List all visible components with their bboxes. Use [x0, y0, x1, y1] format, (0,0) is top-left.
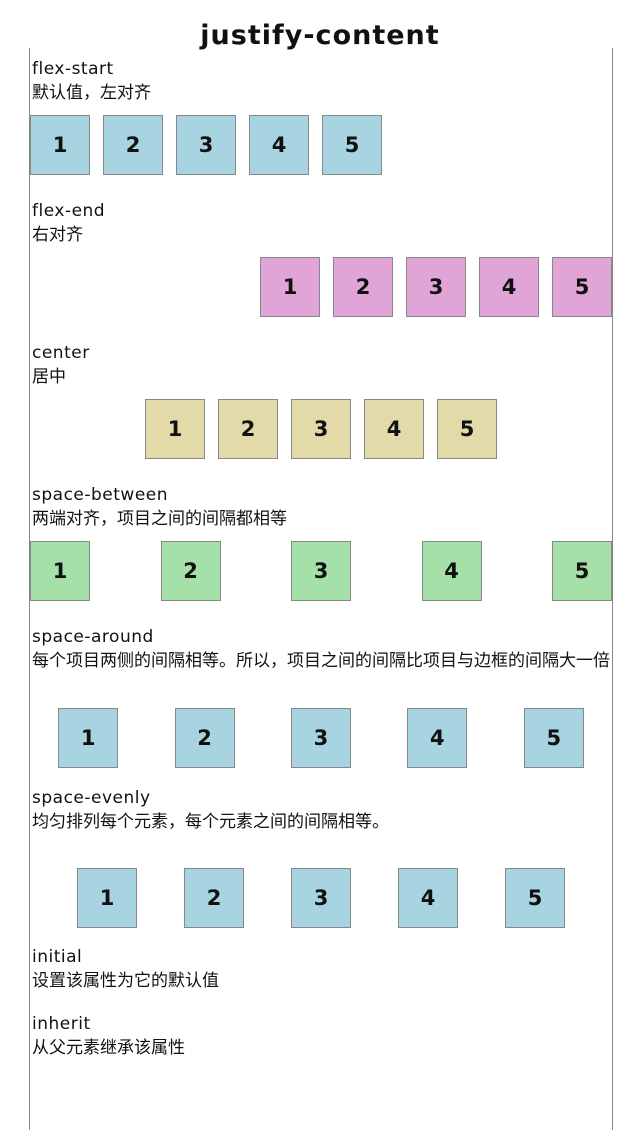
flex-item: 4	[249, 115, 309, 175]
flex-item: 3	[291, 868, 351, 928]
flex-row-center: 1 2 3 4 5	[30, 399, 612, 459]
flex-item: 3	[291, 541, 351, 601]
flex-row-flex-end: 1 2 3 4 5	[30, 257, 612, 317]
section-label-space-around: space-around	[32, 627, 154, 647]
section-label-space-between: space-between	[32, 485, 169, 505]
demo-frame	[29, 48, 613, 1130]
section-desc-space-evenly: 均匀排列每个元素，每个元素之间的间隔相等。	[32, 812, 389, 832]
flex-item: 2	[160, 541, 221, 601]
flex-item: 1	[30, 541, 90, 601]
flex-item: 4	[479, 257, 539, 317]
flex-item: 1	[58, 708, 119, 768]
flex-row-flex-start: 1 2 3 4 5	[30, 115, 612, 175]
flex-item: 5	[552, 541, 612, 601]
flex-item: 2	[184, 868, 244, 928]
flex-item: 1	[260, 257, 320, 317]
flex-item: 2	[218, 399, 278, 459]
section-label-flex-end: flex-end	[32, 201, 106, 221]
flex-item: 1	[30, 115, 90, 175]
section-label-flex-start: flex-start	[32, 59, 114, 79]
section-desc-center: 居中	[32, 367, 66, 387]
section-desc-flex-start: 默认值，左对齐	[32, 83, 151, 103]
flex-item: 2	[103, 115, 163, 175]
flex-item: 5	[437, 399, 497, 459]
flex-item: 1	[145, 399, 205, 459]
flex-item: 2	[174, 708, 235, 768]
flex-item: 5	[523, 708, 584, 768]
flex-item: 5	[552, 257, 612, 317]
flex-item: 4	[398, 868, 458, 928]
section-desc-flex-end: 右对齐	[32, 225, 83, 245]
flex-item: 3	[290, 708, 351, 768]
section-desc-initial: 设置该属性为它的默认值	[32, 971, 219, 991]
flex-item: 2	[333, 257, 393, 317]
section-label-initial: initial	[32, 947, 83, 967]
section-desc-space-between: 两端对齐，项目之间的间隔都相等	[32, 509, 287, 529]
flex-item: 5	[322, 115, 382, 175]
flex-item: 3	[406, 257, 466, 317]
flex-item: 3	[176, 115, 236, 175]
flex-item: 4	[407, 708, 468, 768]
section-label-center: center	[32, 343, 90, 363]
section-label-space-evenly: space-evenly	[32, 788, 151, 808]
flex-row-space-around: 1 2 3 4 5	[30, 708, 612, 768]
flex-item: 4	[364, 399, 424, 459]
flex-item: 3	[291, 399, 351, 459]
flex-item: 4	[421, 541, 482, 601]
section-label-inherit: inherit	[32, 1014, 91, 1034]
flex-item: 1	[77, 868, 137, 928]
flex-item: 5	[505, 868, 565, 928]
flex-row-space-between: 1 2 3 4 5	[30, 541, 612, 601]
page-title: justify-content	[200, 20, 440, 51]
flex-row-space-evenly: 1 2 3 4 5	[30, 868, 612, 928]
section-desc-space-around: 每个项目两侧的间隔相等。所以，项目之间的间隔比项目与边框的间隔大一倍	[32, 651, 610, 671]
section-desc-inherit: 从父元素继承该属性	[32, 1038, 185, 1058]
